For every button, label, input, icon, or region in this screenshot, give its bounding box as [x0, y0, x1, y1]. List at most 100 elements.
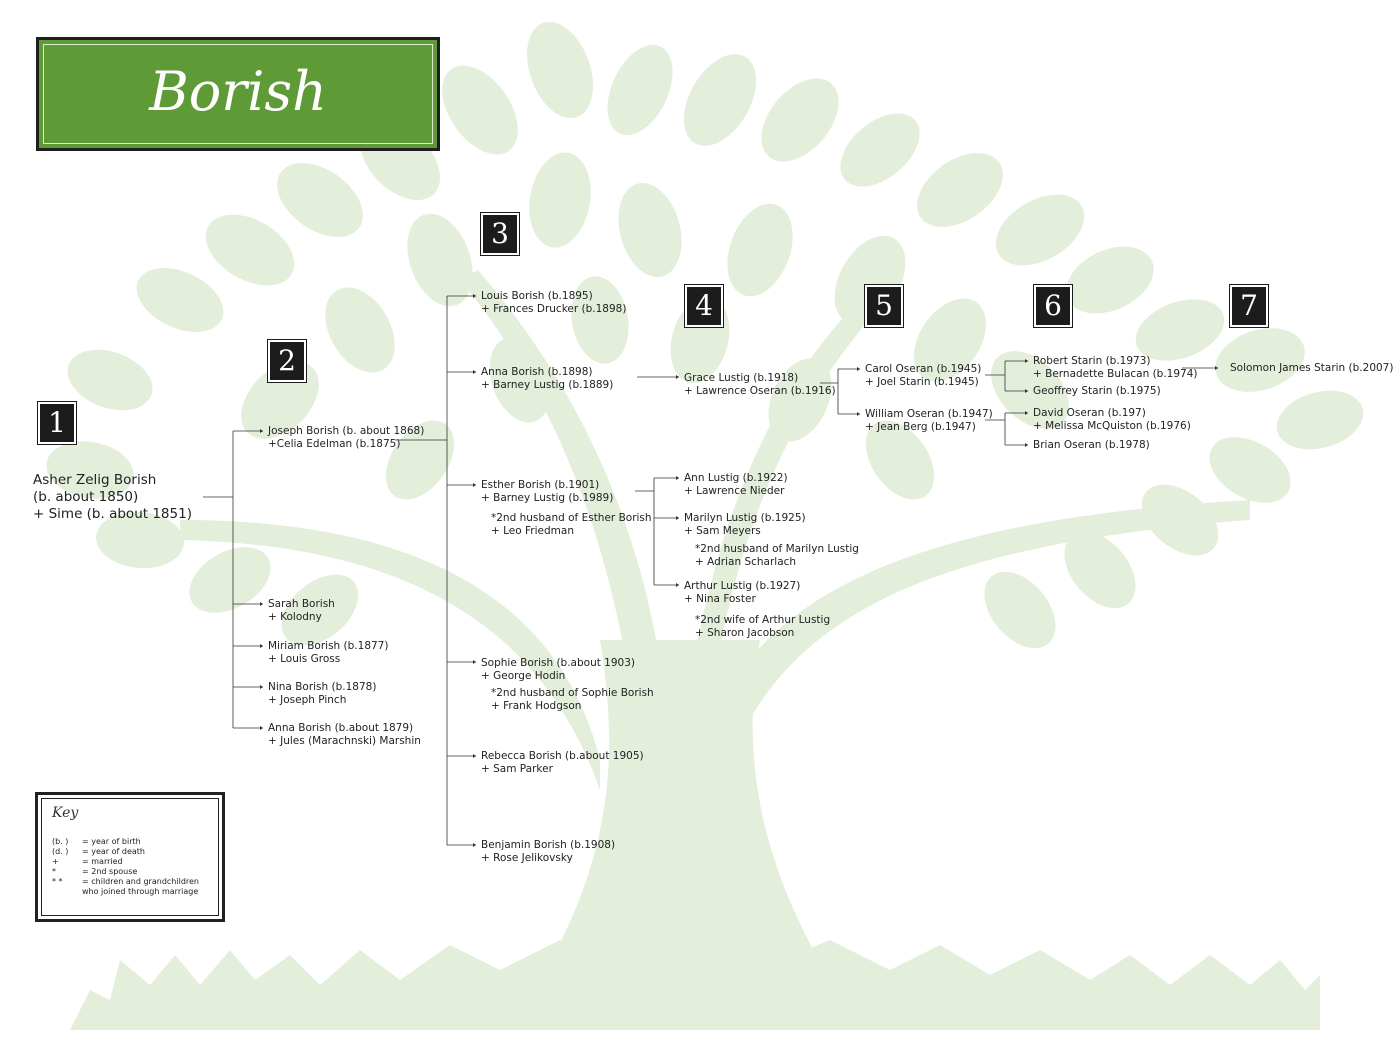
arrow-head	[1215, 366, 1218, 370]
page-title: Borish	[149, 60, 327, 123]
person-name: Marilyn Lustig (b.1925)	[684, 512, 806, 524]
person-gen2-miriam: Miriam Borish (b.1877) + Louis Gross	[268, 640, 388, 666]
person-name: David Oseran (b.197)	[1033, 407, 1146, 419]
person-spouse: + George Hodin	[481, 670, 566, 682]
key-title: Key	[52, 805, 79, 821]
key-description: = married	[82, 857, 123, 866]
person-gen5-william: William Oseran (b.1947) + Jean Berg (b.1…	[865, 408, 993, 434]
person-gen4-marilyn: Marilyn Lustig (b.1925) + Sam Meyers	[684, 512, 806, 538]
note-line: *2nd husband of Marilyn Lustig	[695, 543, 859, 555]
person-spouse: + Rose Jelikovsky	[481, 852, 573, 864]
person-gen4-arthur: Arthur Lustig (b.1927) + Nina Foster	[684, 580, 800, 606]
person-gen4-grace: Grace Lustig (b.1918) + Lawrence Oseran …	[684, 372, 836, 398]
key-description: = year of death	[82, 847, 145, 856]
person-gen2-nina: Nina Borish (b.1878) + Joseph Pinch	[268, 681, 376, 707]
generation-7-box: 7	[1229, 284, 1269, 328]
arrow-head	[260, 602, 263, 606]
person-spouse: + Sam Parker	[481, 763, 553, 775]
note-arthur-second-wife: *2nd wife of Arthur Lustig + Sharon Jaco…	[695, 614, 830, 640]
person-gen3-sophie: Sophie Borish (b.about 1903) + George Ho…	[481, 657, 635, 683]
person-spouse: + Lawrence Nieder	[684, 485, 785, 497]
arrow-head	[1025, 411, 1028, 415]
person-spouse: + Bernadette Bulacan (b.1974)	[1033, 368, 1198, 380]
person-name: Joseph Borish (b. about 1868)	[268, 425, 425, 437]
person-name: Solomon James Starin (b.2007)	[1230, 362, 1394, 374]
person-name: William Oseran (b.1947)	[865, 408, 993, 420]
key-description: = children and grandchildren	[82, 877, 199, 886]
note-spouse: + Adrian Scharlach	[695, 556, 797, 568]
person-gen2-joseph: Joseph Borish (b. about 1868) +Celia Ede…	[268, 425, 424, 451]
note-esther-second-husband: *2nd husband of Esther Borish + Leo Frie…	[491, 512, 652, 538]
person-spouse: + Frances Drucker (b.1898)	[481, 303, 627, 315]
key-symbol: * *	[52, 877, 63, 886]
person-spouse: + Louis Gross	[268, 653, 341, 665]
person-spouse: + Lawrence Oseran (b.1916)	[684, 385, 836, 397]
generation-5-box: 5	[864, 284, 904, 328]
arrow-head	[260, 726, 263, 730]
key-row: + = married	[52, 857, 123, 867]
person-name: Anna Borish (b.1898)	[481, 366, 593, 378]
key-symbol: +	[52, 857, 59, 866]
note-line: *2nd wife of Arthur Lustig	[695, 614, 831, 626]
generation-6-box: 6	[1033, 284, 1073, 328]
person-spouse: + Barney Lustig (b.1989)	[481, 492, 614, 504]
note-spouse: + Leo Friedman	[491, 525, 574, 537]
person-gen3-esther: Esther Borish (b.1901) + Barney Lustig (…	[481, 479, 613, 505]
person-spouse: + Barney Lustig (b.1889)	[481, 379, 614, 391]
person-spouse: + Melissa McQuiston (b.1976)	[1033, 420, 1191, 432]
arrow-head	[676, 375, 679, 379]
key-legend: Key (b. )= year of birth (d. ) = year of …	[35, 792, 225, 922]
person-gen6-david: David Oseran (b.197) + Melissa McQuiston…	[1033, 407, 1191, 433]
arrow-head	[260, 429, 263, 433]
person-name: Geoffrey Starin (b.1975)	[1033, 385, 1161, 397]
person-name: Esther Borish (b.1901)	[481, 479, 600, 491]
person-gen3-anna: Anna Borish (b.1898) + Barney Lustig (b.…	[481, 366, 613, 392]
person-name: Miriam Borish (b.1877)	[268, 640, 389, 652]
root-person: Asher Zelig Borish (b. about 1850) + Sim…	[33, 472, 192, 523]
key-row: (b. )= year of birth	[52, 837, 141, 847]
key-description: who joined through marriage	[82, 887, 199, 896]
key-row: who joined through marriage	[52, 887, 198, 897]
key-inner-border	[41, 798, 219, 916]
person-gen6-brian: Brian Oseran (b.1978)	[1033, 439, 1150, 452]
note-line: *2nd husband of Esther Borish	[491, 512, 652, 524]
key-description: = 2nd spouse	[82, 867, 138, 876]
arrow-head	[473, 370, 476, 374]
person-spouse: + Jules (Marachnski) Marshin	[268, 735, 421, 747]
title-banner: Borish	[36, 37, 440, 151]
arrow-head	[676, 476, 679, 480]
person-gen7-solomon: Solomon James Starin (b.2007)	[1230, 362, 1393, 375]
person-name: Grace Lustig (b.1918)	[684, 372, 799, 384]
arrow-head	[473, 843, 476, 847]
person-name: Sarah Borish	[268, 598, 335, 610]
arrow-head	[473, 294, 476, 298]
key-row: (d. ) = year of death	[52, 847, 145, 857]
title-banner-inner-border	[43, 44, 433, 144]
key-symbol: (d. )	[52, 847, 69, 856]
person-gen6-geoffrey: Geoffrey Starin (b.1975)	[1033, 385, 1161, 398]
generation-2-box: 2	[267, 339, 307, 383]
person-spouse: + Sam Meyers	[684, 525, 761, 537]
note-spouse: + Frank Hodgson	[491, 700, 582, 712]
key-row: *= 2nd spouse	[52, 867, 137, 877]
generation-3-box: 3	[480, 212, 520, 256]
person-name: Sophie Borish (b.about 1903)	[481, 657, 635, 669]
person-name: Louis Borish (b.1895)	[481, 290, 593, 302]
person-gen3-benjamin: Benjamin Borish (b.1908) + Rose Jelikovs…	[481, 839, 615, 865]
person-name: Rebecca Borish (b.about 1905)	[481, 750, 644, 762]
person-name: Brian Oseran (b.1978)	[1033, 439, 1150, 451]
person-name: Robert Starin (b.1973)	[1033, 355, 1151, 367]
arrow-head	[857, 367, 860, 371]
arrow-head	[1025, 359, 1028, 363]
note-spouse: + Sharon Jacobson	[695, 627, 795, 639]
person-name: Anna Borish (b.about 1879)	[268, 722, 414, 734]
person-gen2-sarah: Sarah Borish + Kolodny	[268, 598, 335, 624]
person-name: Nina Borish (b.1878)	[268, 681, 377, 693]
arrow-head	[676, 516, 679, 520]
arrow-head	[473, 660, 476, 664]
person-spouse: + Kolodny	[268, 611, 322, 623]
key-symbol: (b. )	[52, 837, 69, 846]
note-marilyn-second-husband: *2nd husband of Marilyn Lustig + Adrian …	[695, 543, 859, 569]
